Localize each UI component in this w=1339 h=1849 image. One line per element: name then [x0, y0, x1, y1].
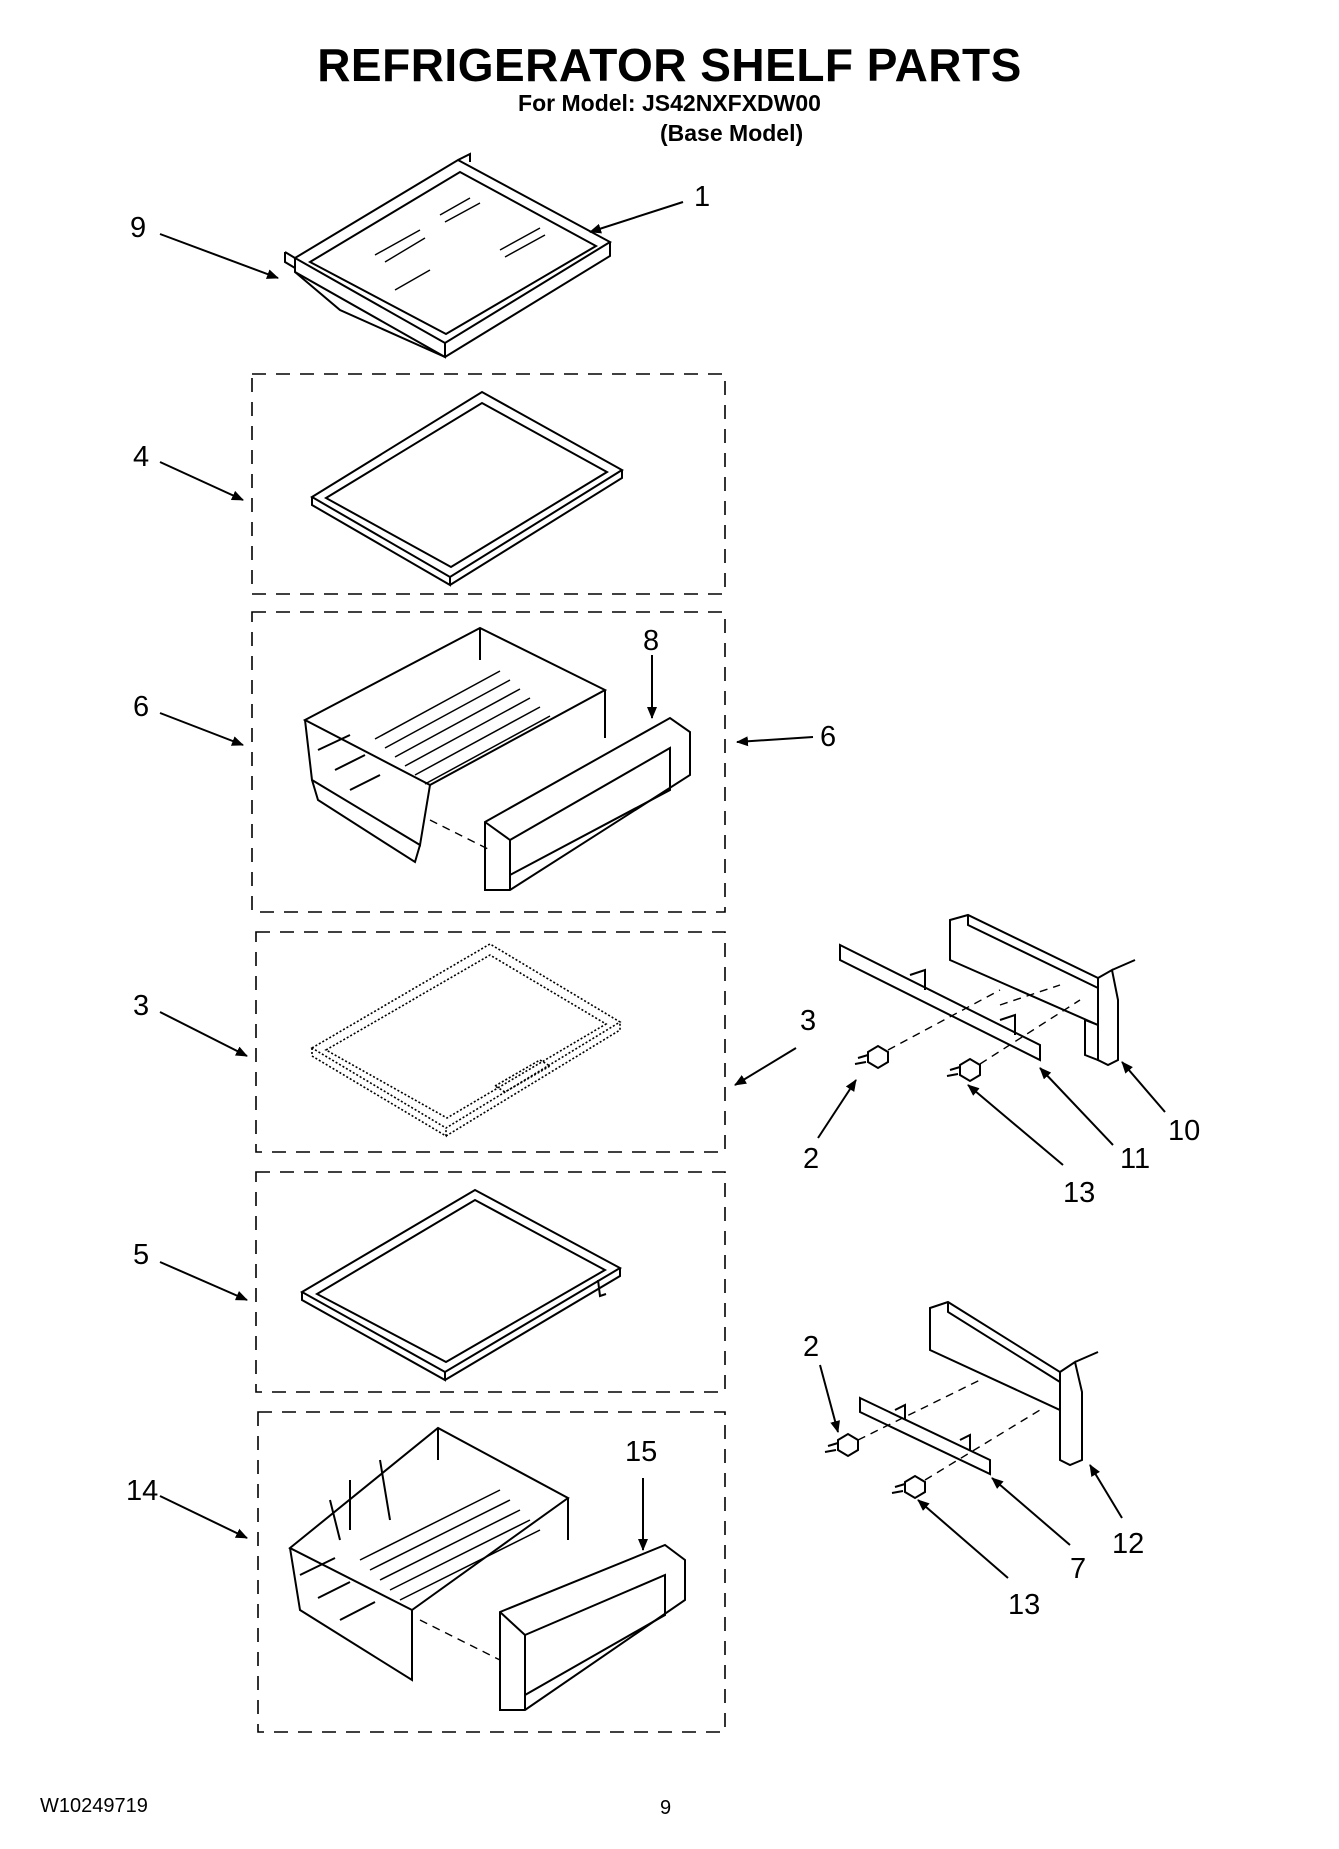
arrow-6-right — [736, 736, 814, 747]
arrow-3-left — [159, 1011, 248, 1057]
arrow-13-lower — [917, 1499, 1009, 1579]
callout-12: 12 — [1112, 1528, 1144, 1560]
upper-assembly-alignment-dashes — [887, 984, 1081, 1065]
callout-8: 8 — [643, 625, 659, 657]
arrow-10 — [1121, 1061, 1166, 1113]
callout-1: 1 — [694, 181, 710, 213]
group-box-crisper-14 — [257, 1411, 726, 1733]
arrow-3-right — [734, 1047, 797, 1086]
page-title: REFRIGERATOR SHELF PARTS — [317, 39, 1022, 91]
arrow-13-upper — [967, 1084, 1064, 1166]
model-type: (Base Model) — [660, 120, 804, 146]
callout-7: 7 — [1070, 1553, 1086, 1585]
arrow-5 — [159, 1261, 248, 1301]
arrow-1 — [589, 201, 684, 234]
arrow-9 — [159, 233, 279, 279]
arrow-14 — [159, 1495, 248, 1539]
callout-4: 4 — [133, 441, 149, 473]
deli-14-alignment-dashes — [419, 1619, 501, 1661]
callout-10: 10 — [1168, 1115, 1200, 1147]
group-box-shelf-3 — [255, 931, 726, 1153]
callout-5: 5 — [133, 1239, 149, 1271]
callout-3-left: 3 — [133, 990, 149, 1022]
callout-13-lower: 13 — [1008, 1589, 1040, 1621]
callout-6-left: 6 — [133, 691, 149, 723]
group-box-crisper-6 — [251, 611, 726, 913]
callout-6-right: 6 — [820, 721, 836, 753]
callout-15: 15 — [625, 1436, 657, 1468]
shelf-part-5-drawing — [299, 1188, 623, 1382]
arrow-4 — [159, 461, 244, 501]
page-number: 9 — [660, 1797, 672, 1819]
crisper-part-6-drawing — [302, 626, 608, 864]
deli-cover-support-assembly-lower — [824, 1300, 1099, 1500]
document-number: W10249719 — [40, 1795, 148, 1817]
callout-2-lower: 2 — [803, 1331, 819, 1363]
callout-14: 14 — [126, 1475, 158, 1507]
callout-9: 9 — [130, 212, 146, 244]
arrow-6-left — [159, 712, 244, 746]
arrow-2-upper — [817, 1079, 857, 1139]
callout-3-right: 3 — [800, 1005, 816, 1037]
arrow-7 — [991, 1477, 1071, 1546]
deli-drawer-part-14-drawing — [288, 1426, 570, 1682]
arrow-2-lower — [819, 1364, 840, 1433]
group-box-shelf-4 — [251, 373, 726, 595]
shelf-part-3-drawing — [310, 943, 622, 1138]
callout-2-upper: 2 — [803, 1143, 819, 1175]
arrow-11 — [1039, 1067, 1114, 1146]
leader-arrows — [159, 201, 1166, 1579]
model-line: For Model: JS42NXFXDW00 — [518, 90, 821, 116]
callout-labels: 1 9 4 6 8 6 3 3 5 14 15 2 10 11 13 2 12 … — [126, 181, 1200, 1621]
shelf-part-4-drawing — [310, 390, 624, 587]
crisper-cover-support-assembly-upper — [839, 913, 1136, 1083]
arrow-12 — [1089, 1464, 1123, 1519]
lower-assembly-alignment-dashes — [857, 1379, 1041, 1481]
callout-11: 11 — [1120, 1143, 1150, 1175]
shelf-part-1-drawing — [284, 152, 613, 359]
callout-13-upper: 13 — [1063, 1177, 1095, 1209]
deli-front-part-15-drawing — [499, 1543, 686, 1711]
crisper-front-part-8-drawing — [484, 716, 691, 891]
crisper-6-alignment-dashes — [429, 819, 491, 851]
group-box-shelf-5 — [255, 1171, 726, 1393]
